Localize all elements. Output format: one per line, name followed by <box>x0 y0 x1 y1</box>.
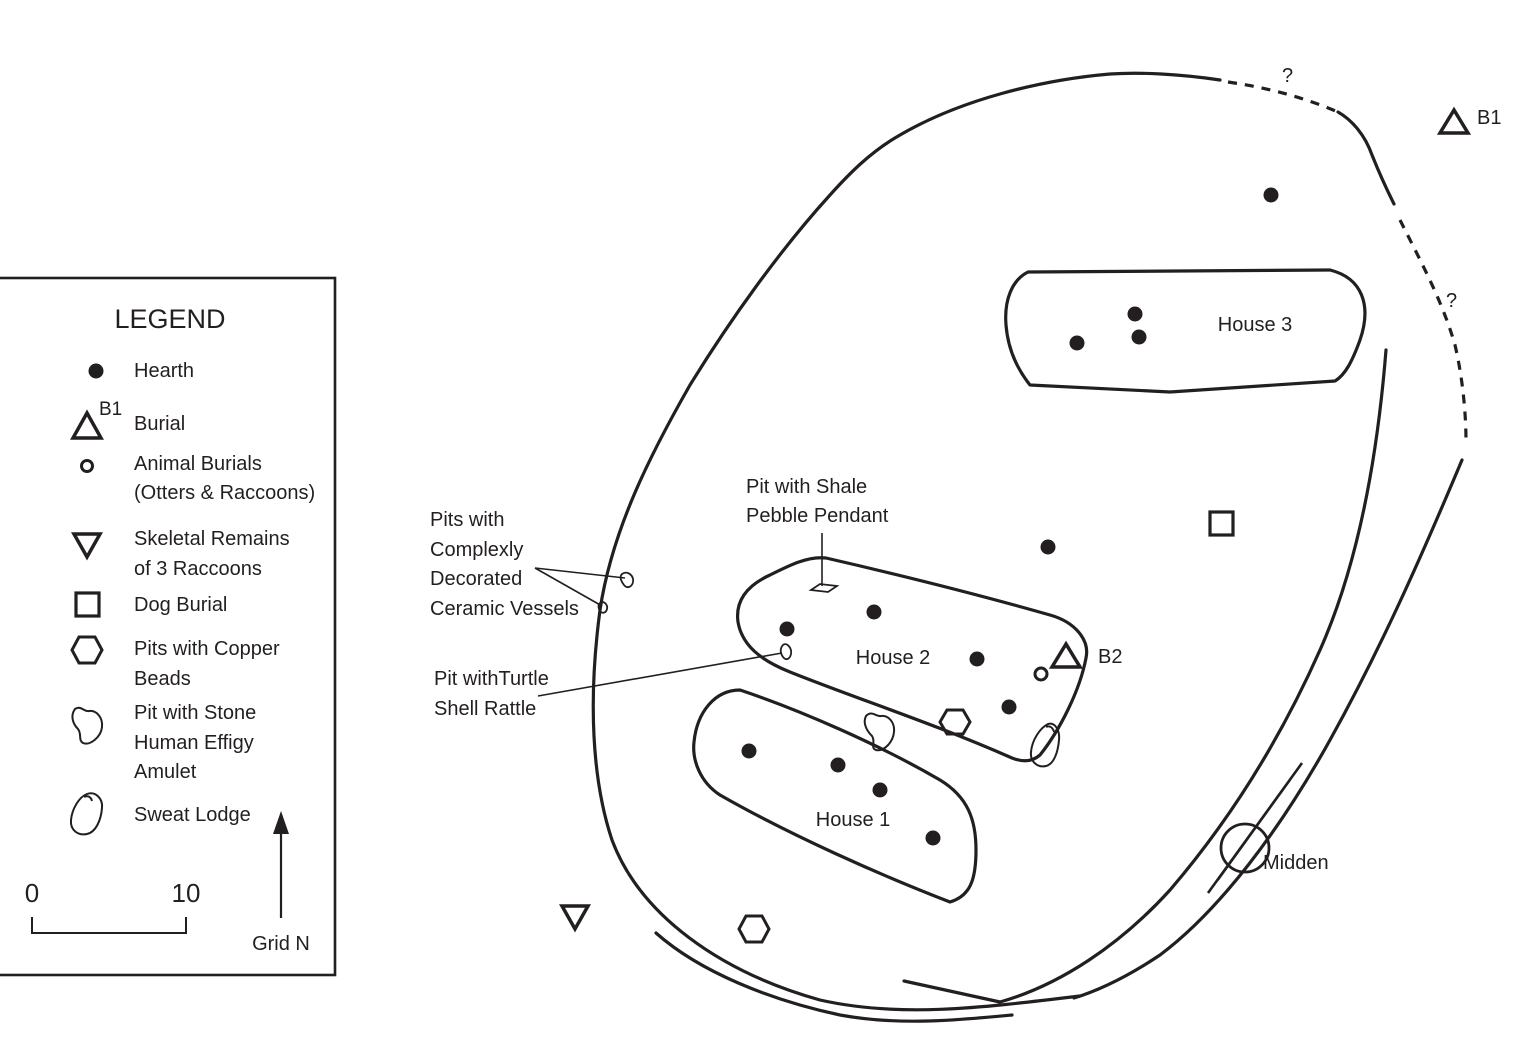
ceramic-pit-icon <box>597 601 609 614</box>
legend-label-effigy-3: Amulet <box>134 761 197 783</box>
sweat-lodge-icon <box>1029 722 1061 768</box>
palisade-uncertain-east <box>1398 219 1468 443</box>
legend-label-burial: Burial <box>134 413 185 435</box>
palisade-line <box>591 71 1222 1012</box>
hearth <box>1263 187 1279 203</box>
hearth <box>925 830 941 846</box>
dog-burial-square-icon <box>74 591 101 618</box>
hearths <box>741 187 1279 846</box>
legend-label-copper-2: Beads <box>134 668 191 690</box>
animal-burial-icon <box>1033 666 1049 682</box>
scale-bar <box>31 917 187 934</box>
north-arrow-icon <box>273 811 289 834</box>
hearth <box>1040 539 1056 555</box>
copper-beads-hexagon-icon <box>70 635 104 665</box>
burial-b2-triangle-icon <box>1048 640 1084 669</box>
midden-line-2 <box>1217 779 1291 881</box>
legend-label-hearth: Hearth <box>134 360 194 382</box>
legend-label-raccoon-2: of 3 Raccoons <box>134 558 262 580</box>
animal-burial-icon <box>80 459 94 473</box>
annotation-line: Pit withTurtle <box>434 668 549 690</box>
legend-label-effigy-2: Human Effigy <box>134 732 254 754</box>
legend-title: LEGEND <box>114 304 225 334</box>
annotation-line: Ceramic Vessels <box>430 598 579 620</box>
legend-label-copper-1: Pits with Copper <box>134 638 280 660</box>
hearth <box>872 782 888 798</box>
annotation-pit-shale: Pit with Shale Pebble Pendant <box>746 476 889 527</box>
midden-circle <box>1219 822 1271 874</box>
ceramic-leader-line <box>534 567 626 579</box>
annotation-line: Pit with Shale <box>746 476 867 498</box>
legend-label-raccoon-1: Skeletal Remains <box>134 528 290 550</box>
raccoon-remains-triangle-icon <box>559 904 591 933</box>
burial-b1-triangle-icon <box>1436 106 1472 135</box>
palisade-northeast <box>1336 110 1396 206</box>
legend-label-animal-2: (Otters & Raccoons) <box>134 482 315 504</box>
legend-box <box>0 276 337 977</box>
hearth <box>830 757 846 773</box>
outer-southwest-arc <box>654 931 1014 1023</box>
copper-beads-hexagon-icon <box>938 708 972 736</box>
house-1-outline <box>692 688 978 904</box>
house-2-label: House 2 <box>856 647 931 669</box>
legend-label-sweat: Sweat Lodge <box>134 804 251 826</box>
burial-b1-label: B1 <box>1477 107 1501 129</box>
midden-label: Midden <box>1263 852 1329 874</box>
inner-east-line <box>902 348 1388 1004</box>
effigy-amulet-icon <box>71 706 104 745</box>
turtle-leader-line <box>537 652 783 697</box>
hearth <box>779 621 795 637</box>
effigy-amulet-icon <box>863 712 896 752</box>
shale-pendant-pit-icon <box>808 583 840 593</box>
annotation-line: Pebble Pendant <box>746 505 889 527</box>
copper-beads-hexagon-icon <box>737 914 771 944</box>
scale-min-label: 0 <box>25 878 39 908</box>
uncertain-mark-east: ? <box>1446 290 1457 312</box>
annotation-line: Shell Rattle <box>434 698 536 720</box>
raccoon-remains-triangle-icon <box>71 532 103 561</box>
house-1-label: House 1 <box>816 809 891 831</box>
hearth-icon <box>88 363 104 379</box>
house-3-outline <box>1004 268 1367 394</box>
legend-label-animal-1: Animal Burials <box>134 453 262 475</box>
ceramic-pit-icon <box>619 571 634 589</box>
house-2-outline <box>735 556 1089 763</box>
house-3-label: House 3 <box>1218 314 1293 336</box>
turtle-rattle-pit-icon <box>779 643 793 661</box>
burial-triangle-icon <box>70 409 104 440</box>
legend-label-effigy-1: Pit with Stone <box>134 702 256 724</box>
palisade-uncertain-north <box>1227 80 1339 114</box>
dog-burial-square-icon <box>1208 510 1235 537</box>
sweat-lodge-icon <box>69 792 104 836</box>
annotation-line: Decorated <box>430 568 522 590</box>
annotation-pits-ceramic: Pits with Complexly Decorated Ceramic Ve… <box>430 509 579 620</box>
ceramic-leader-line <box>534 567 603 607</box>
annotation-line: Pits with <box>430 509 504 531</box>
outer-east-line <box>1072 458 1464 1000</box>
hearth <box>969 651 985 667</box>
hearth <box>866 604 882 620</box>
annotation-pit-turtle: Pit withTurtle Shell Rattle <box>434 668 549 720</box>
hearth <box>1069 335 1085 351</box>
burial-b2-label: B2 <box>1098 646 1122 668</box>
legend-burial-sublabel: B1 <box>99 399 122 420</box>
annotation-line: Complexly <box>430 539 523 561</box>
scale-max-label: 10 <box>172 878 201 908</box>
hearth <box>1001 699 1017 715</box>
hearth <box>1131 329 1147 345</box>
site-outline <box>591 71 1468 1023</box>
legend: LEGEND Hearth B1 Burial Animal Burials (… <box>0 276 337 977</box>
legend-label-dog: Dog Burial <box>134 594 227 616</box>
hearth <box>1127 306 1143 322</box>
north-label: Grid N <box>252 933 310 955</box>
hearth <box>741 743 757 759</box>
uncertain-mark-north: ? <box>1282 65 1293 87</box>
